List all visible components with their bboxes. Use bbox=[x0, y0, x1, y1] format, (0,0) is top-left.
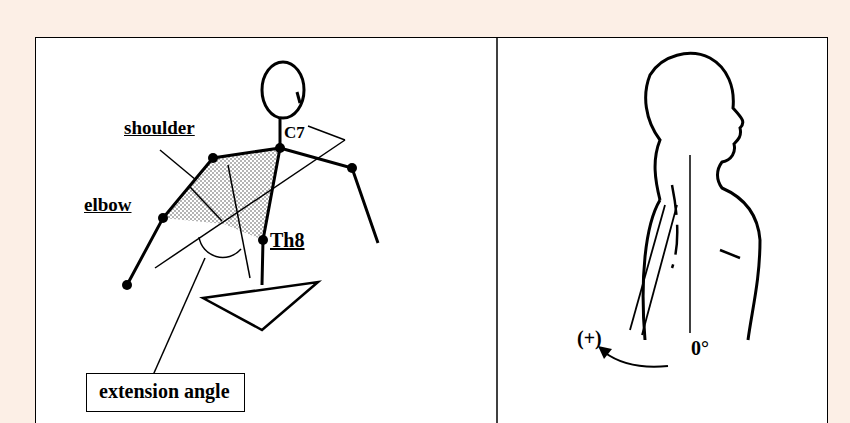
joint-label: shoulder bbox=[124, 118, 195, 139]
joint-label: elbow bbox=[84, 195, 132, 216]
vertebra-label: Th8 bbox=[270, 229, 304, 251]
box-text: extension angle bbox=[99, 380, 232, 403]
angle-value: 0° bbox=[691, 337, 709, 359]
direction-sign: (+) bbox=[577, 327, 602, 349]
vertebra-label: C7 bbox=[284, 124, 305, 143]
caption-box: extension angle bbox=[86, 373, 245, 412]
panel-frame bbox=[35, 37, 828, 423]
